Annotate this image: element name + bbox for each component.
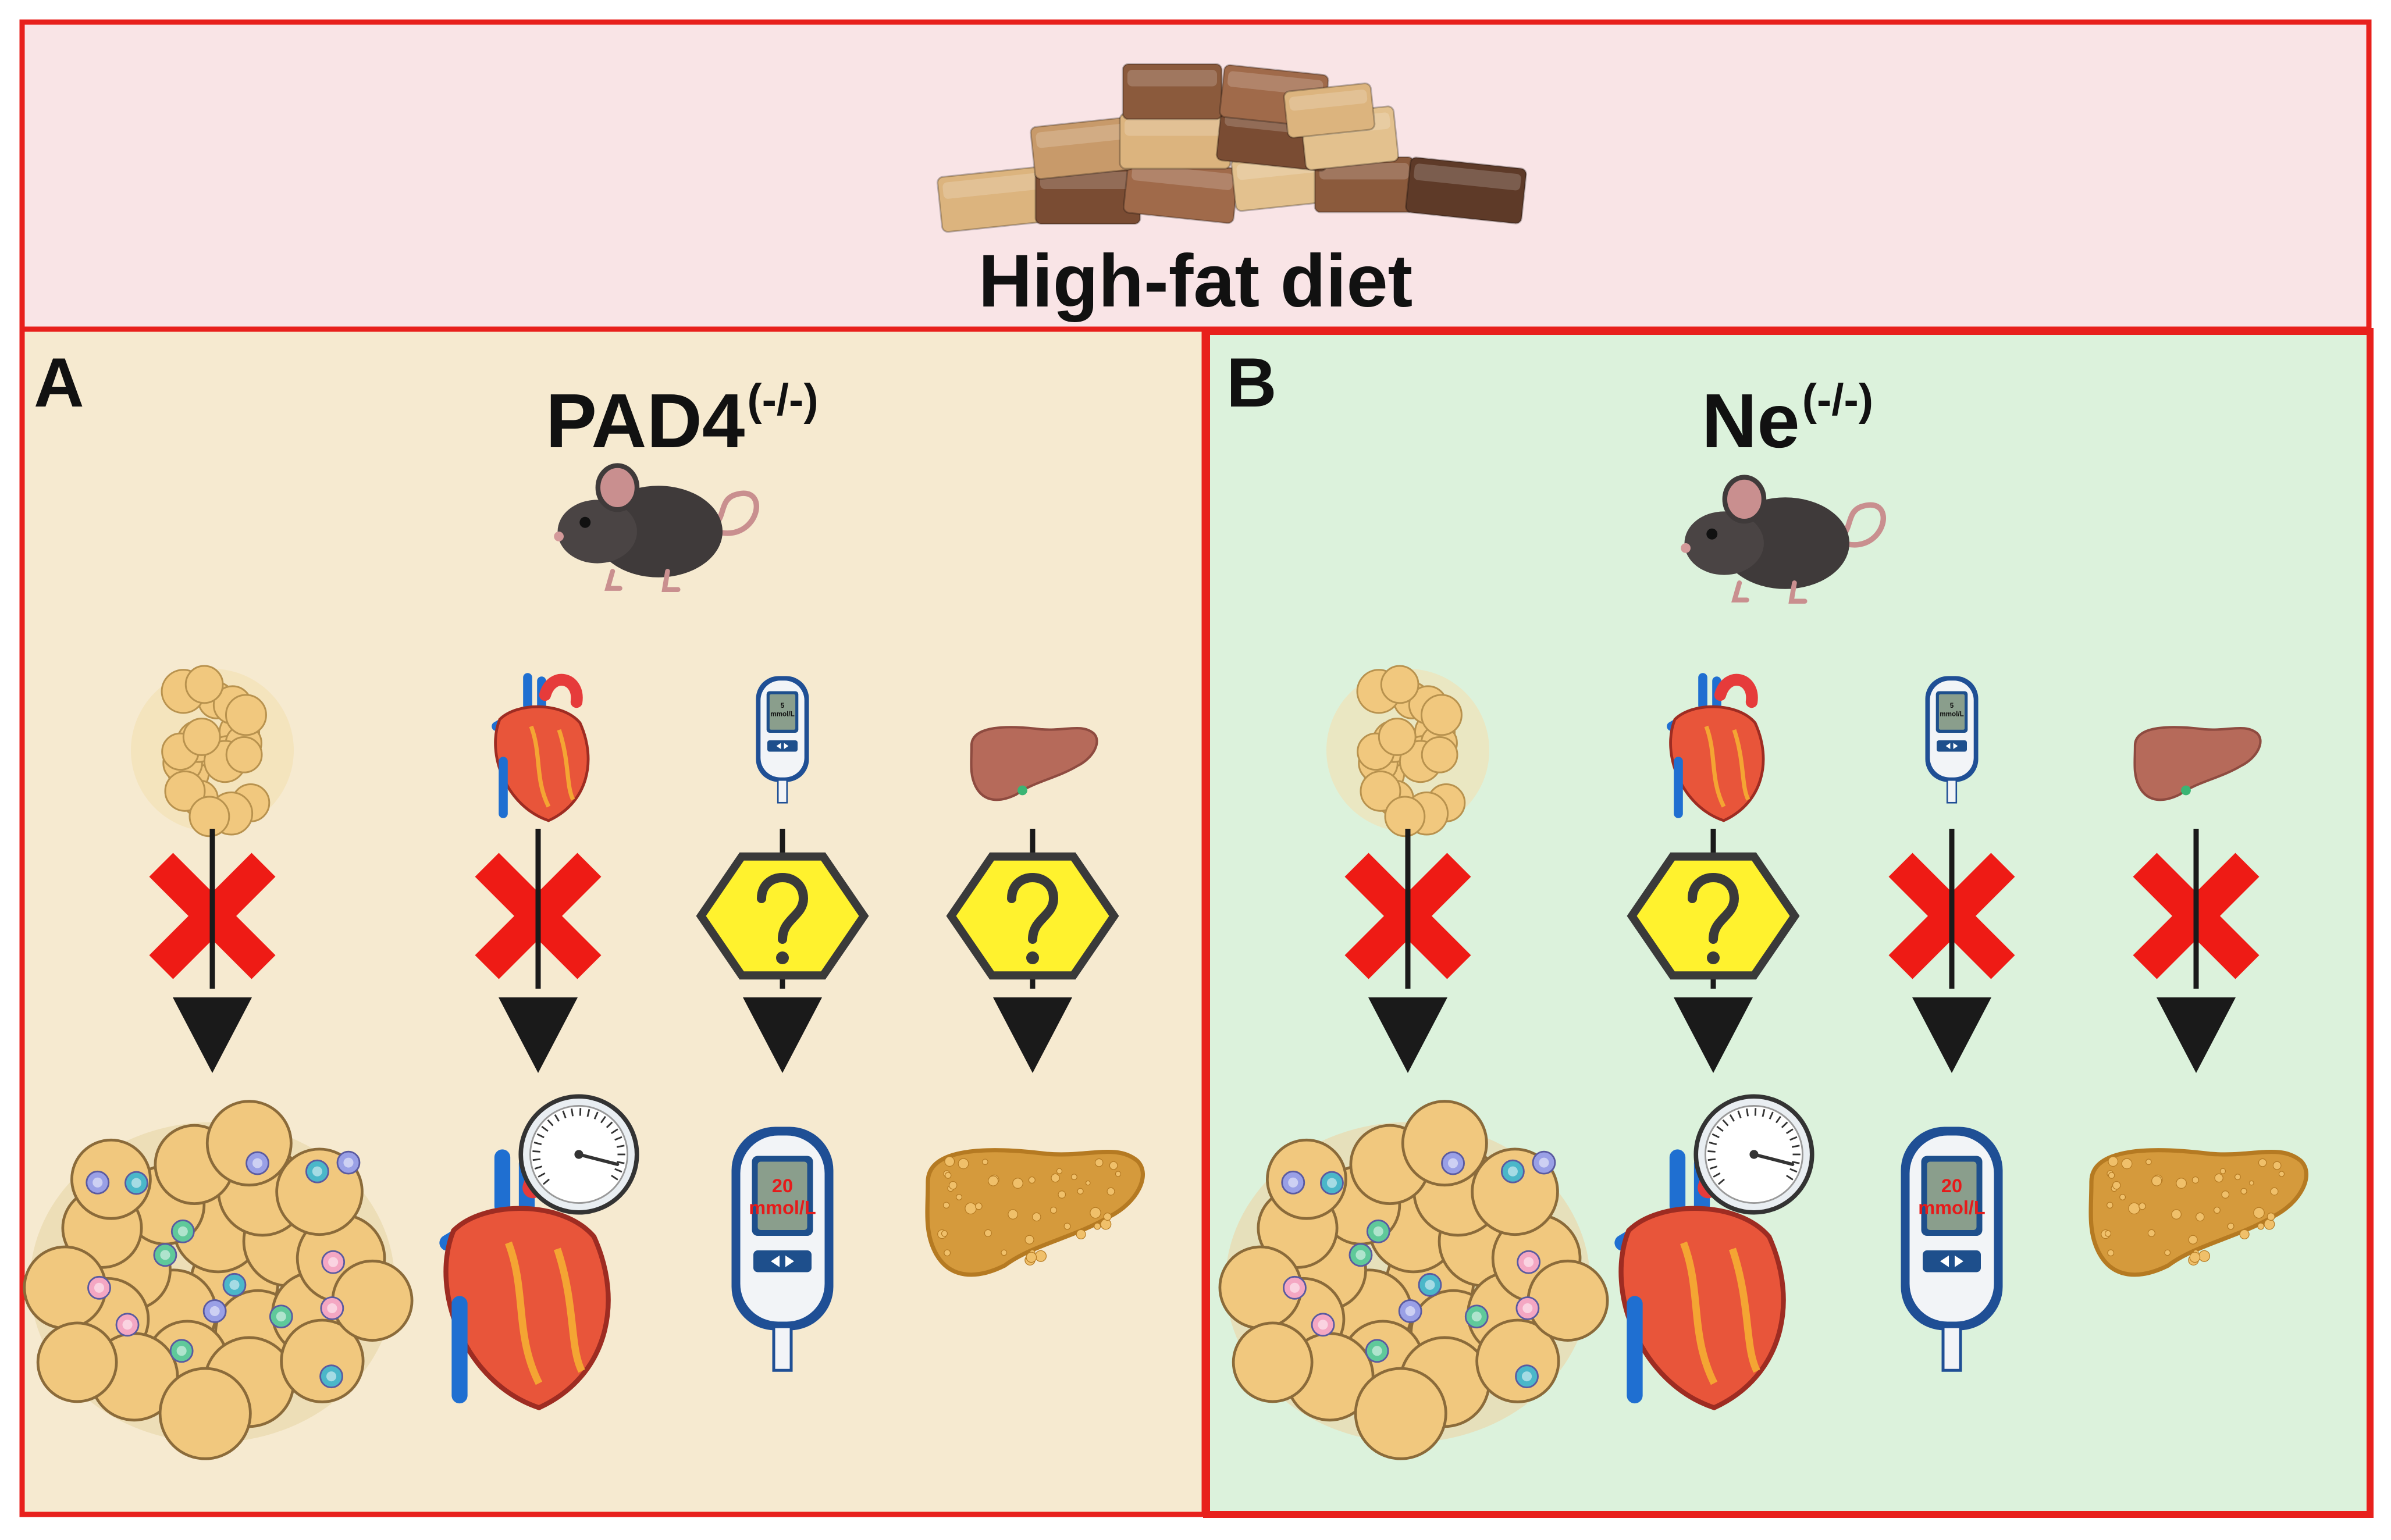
arrow-head (1674, 997, 1753, 1073)
fatty-liver-icon (925, 1148, 1145, 1277)
cross-icon (149, 852, 276, 980)
mouse-icon (554, 463, 759, 592)
adipose-tissue-icon (131, 665, 294, 837)
heart-icon (492, 673, 590, 822)
food-pellets-icon (937, 63, 1527, 233)
inflamed-adipose-tissue-icon (23, 1100, 414, 1460)
pressure-gauge-icon (518, 1094, 639, 1215)
arrow-head (993, 997, 1072, 1073)
question-icon (696, 852, 869, 980)
inflamed-adipose-tissue-icon (1218, 1100, 1609, 1460)
liver-icon (2133, 726, 2262, 801)
panel-a-genotype: (-/-) (747, 375, 819, 425)
arrow-head (173, 997, 252, 1073)
mouse-shape (554, 463, 759, 592)
panel-a-title: PAD4(-/-) (546, 378, 819, 459)
heart-icon (439, 1149, 611, 1411)
panel-a-letter: A (34, 344, 84, 422)
banner-title: High-fat diet (978, 240, 1413, 323)
panel-b-letter: B (1226, 344, 1277, 422)
question-icon (1627, 852, 1800, 980)
arrow-head (1912, 997, 1991, 1073)
cross-icon (2133, 852, 2260, 980)
arrow-head (743, 997, 822, 1073)
heart-icon (1667, 673, 1765, 822)
cross-icon (1888, 852, 2015, 980)
arrow-head (1368, 997, 1447, 1073)
panel-a-model: PAD4 (546, 378, 745, 464)
fatty-liver-icon (2088, 1148, 2308, 1277)
panel-b-title: Ne(-/-) (1702, 378, 1873, 459)
pressure-gauge-icon (1693, 1094, 1814, 1215)
liver-icon (970, 726, 1098, 801)
question-icon (946, 852, 1119, 980)
panel-b-genotype: (-/-) (1802, 375, 1874, 425)
cross-icon (475, 852, 602, 980)
mouse-icon (1681, 475, 1886, 604)
panel-b-model: Ne (1702, 378, 1800, 464)
mouse-shape (1681, 475, 1886, 604)
arrow-head (499, 997, 578, 1073)
cross-icon (1344, 852, 1471, 980)
adipose-tissue-icon (1326, 665, 1489, 837)
arrow-head (2157, 997, 2236, 1073)
banner-section (19, 19, 2372, 332)
